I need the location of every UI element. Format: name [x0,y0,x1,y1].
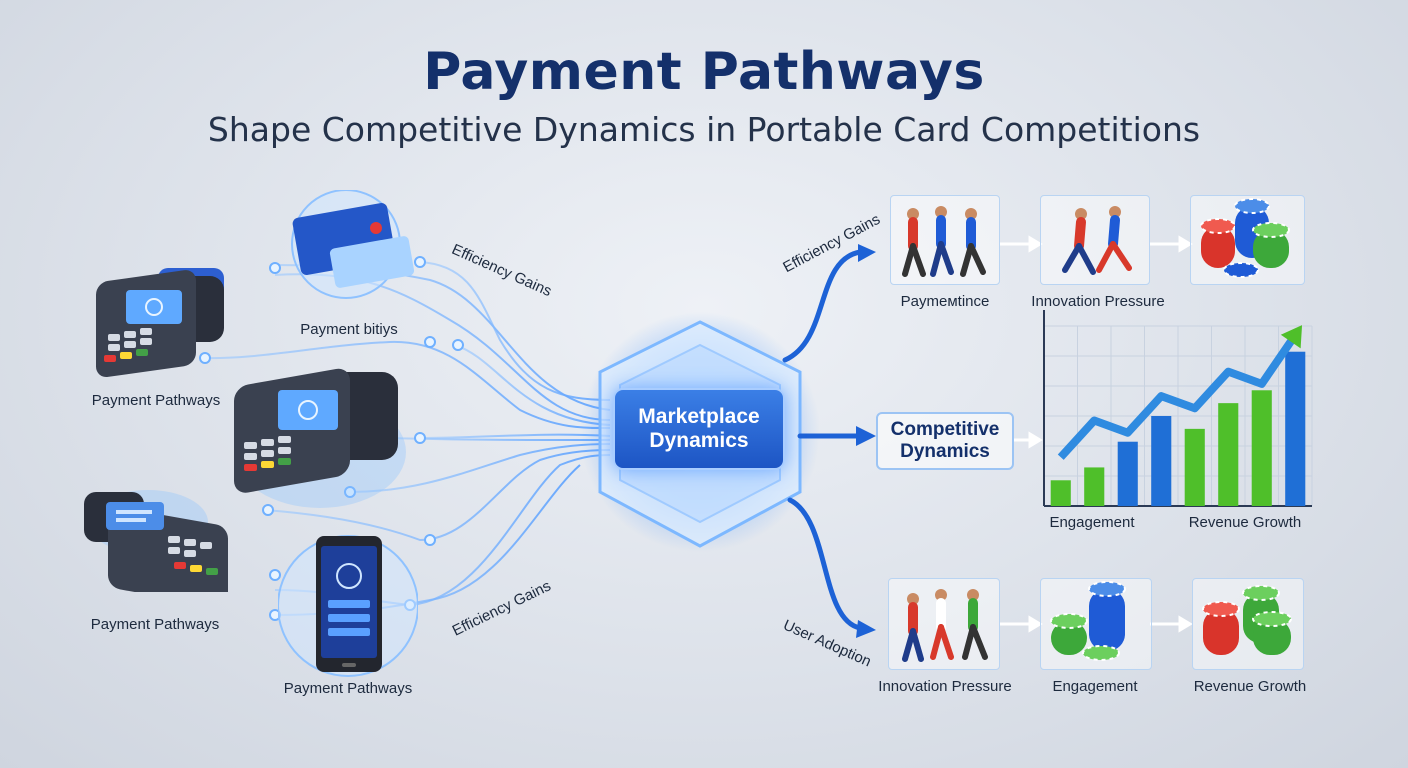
runners-icon [902,206,986,277]
competitive-line-1: Competitive [890,419,1000,441]
card-terminal-icon [96,268,224,378]
page-title: Payment Pathways [423,42,985,102]
chips-tile-bottom-2 [1192,578,1304,670]
competitive-line-2: Dynamics [900,441,990,462]
bottom-row-label-1: Innovation Pressure [878,678,1012,695]
growth-bar-chart [1043,310,1313,507]
trend-line [1057,332,1299,460]
chart-bar [1285,351,1306,506]
chart-bar [1117,441,1138,506]
poker-chips-icon [1200,198,1290,278]
top-row-label-1: Paymeᴍtince [900,293,990,310]
chips-tile-bottom-1 [1040,578,1152,670]
chart-bar [1218,403,1239,506]
card-terminal-icon-main [234,368,406,508]
runners-group-icon [902,589,988,662]
competitive-dynamics-box: Competitive Dynamics [876,412,1014,470]
poker-chips-icon-3 [1202,585,1292,655]
card-terminal-icon-small [84,490,228,592]
trend-arrowhead [1280,325,1303,349]
bottom-row-label-2: Engagement [1052,678,1138,695]
chart-label-right: Revenue Growth [1188,514,1302,531]
runners-tile-top-1 [890,195,1000,285]
chart-label-left: Engagement [1049,514,1135,531]
terminal-3-label: Payment Pathways [90,616,220,633]
chart-bar [1050,480,1071,506]
card-label: Payment bitiys [300,321,398,338]
chips-tile-top [1190,195,1305,285]
terminal-1-label: Payment Pathways [91,392,221,409]
bottom-row-label-3: Revenue Growth [1193,678,1307,695]
poker-chips-icon-2 [1050,581,1126,661]
hub-line-2: Dynamics [649,429,749,452]
page-subtitle: Shape Competitive Dynamics in Portable C… [207,110,1201,149]
chart-bar [1251,390,1272,506]
marketplace-dynamics-hub: Marketplace Dynamics [613,388,785,470]
chart-bar [1151,416,1172,506]
top-row-label-2: Innovation Pressure [1031,293,1165,310]
runners-tile-top-2 [1040,195,1150,285]
credit-card-icon [291,190,415,299]
phone-label: Payment Pathways [283,680,413,697]
chart-bar [1184,428,1205,506]
runners-tile-bottom [888,578,1000,670]
hub-line-1: Marketplace [638,404,760,428]
runners-race-icon [1062,206,1132,275]
chart-bar [1084,467,1105,506]
mobile-phone-icon [278,535,418,677]
